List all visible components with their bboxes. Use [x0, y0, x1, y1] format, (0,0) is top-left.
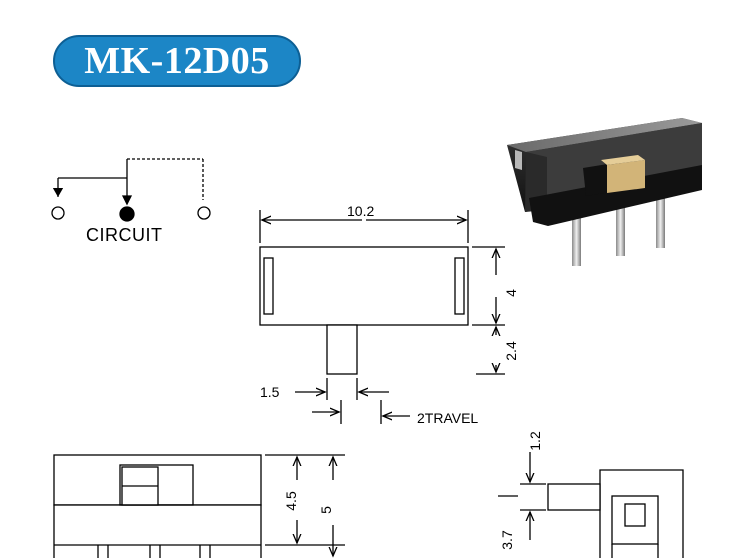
circuit-symbol — [51, 158, 211, 222]
title-badge — [53, 35, 301, 87]
top-view — [259, 210, 505, 424]
dim-width: 10.2 — [347, 203, 374, 219]
dim-body-height: 4 — [503, 289, 519, 297]
terminal-right-icon — [197, 206, 211, 220]
switch-3d-render — [507, 118, 702, 266]
circuit-label: CIRCUIT — [86, 225, 163, 245]
dim-side-total: 5 — [318, 506, 334, 514]
part-number-title: MK-12D05 — [84, 40, 270, 82]
dim-actuator-top: 1.2 — [527, 431, 543, 451]
side-view — [53, 454, 345, 558]
terminal-left-icon — [51, 206, 65, 220]
dim-travel: 2TRAVEL — [417, 410, 478, 426]
dim-actuator-width: 1.5 — [260, 384, 280, 400]
terminal-common-icon — [119, 206, 135, 222]
dim-end-width: 3.7 — [499, 530, 515, 550]
dim-side-inner: 4.5 — [283, 491, 299, 511]
dim-actuator-height: 2.4 — [503, 341, 519, 361]
end-view — [498, 452, 684, 558]
